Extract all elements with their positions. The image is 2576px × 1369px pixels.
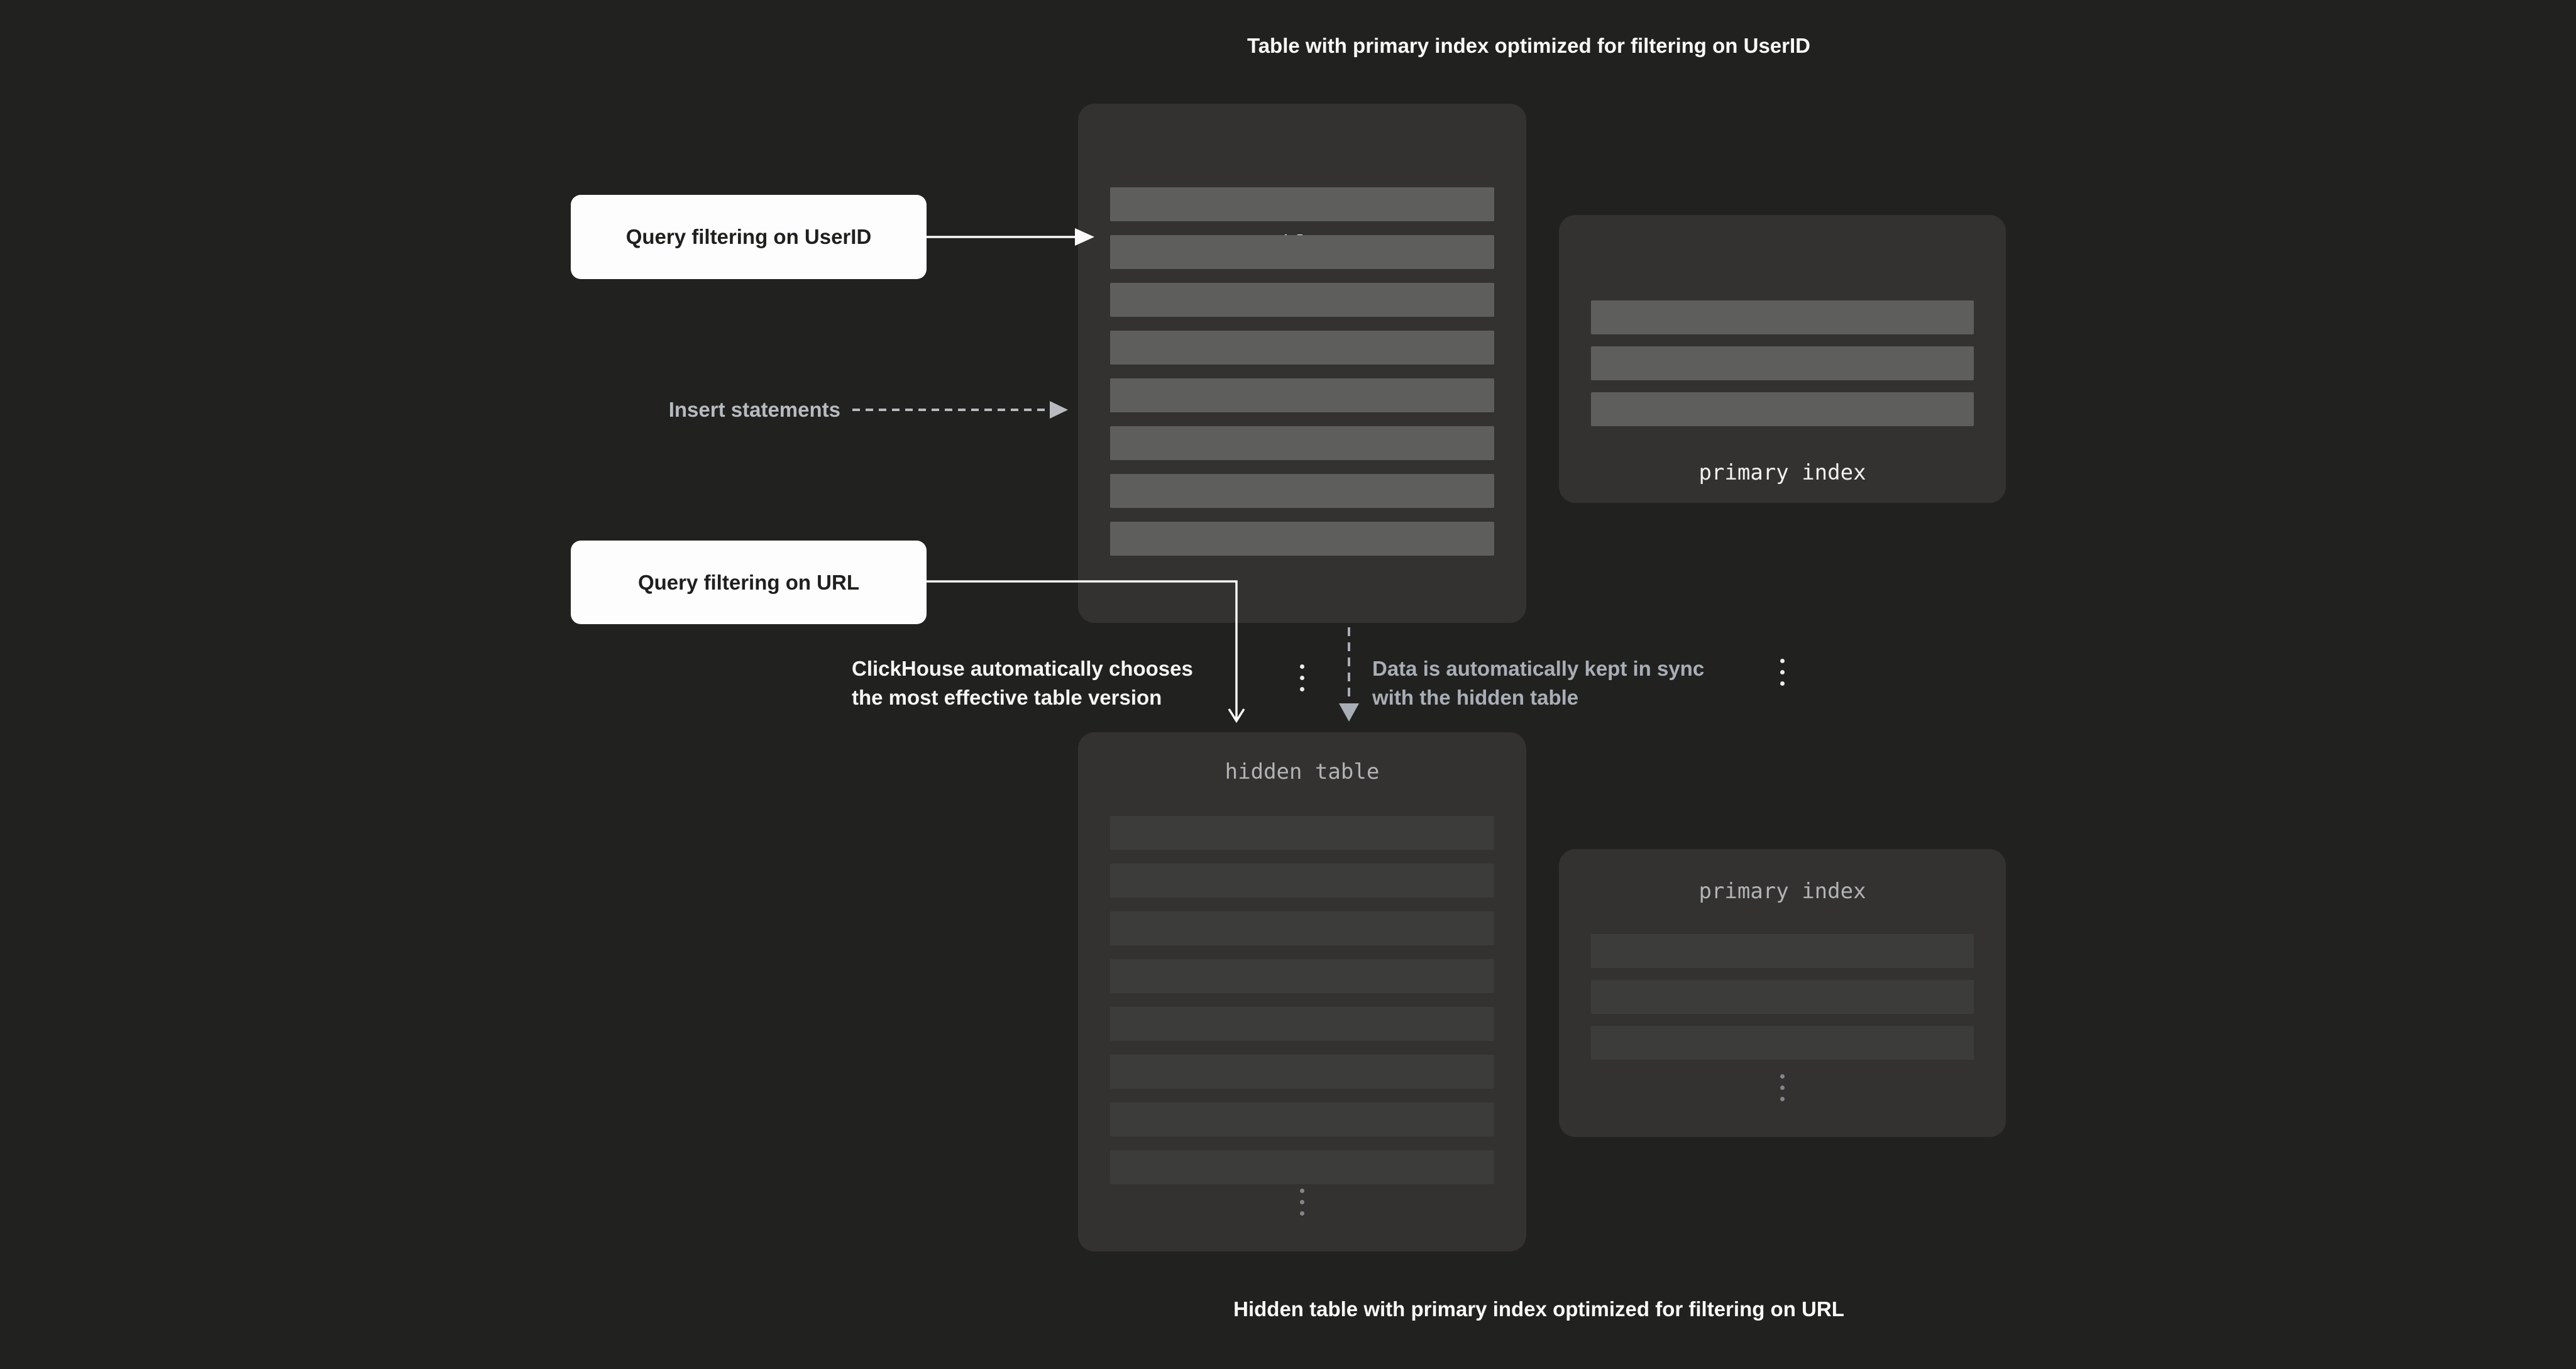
query-userid-text: Query filtering on UserID	[625, 225, 872, 248]
table-row	[1110, 378, 1494, 412]
vertical-ellipsis-icon	[1559, 659, 2006, 686]
insert-statements-arrow	[852, 401, 1068, 419]
primary-index-bottom-title: primary index	[1698, 879, 1866, 904]
table-row	[1110, 235, 1494, 269]
table-row	[1110, 426, 1494, 460]
primary-index-top-title: primary index	[1698, 460, 1866, 485]
kept-in-sync-note: Data is automatically kept in sync with …	[1372, 654, 1704, 712]
query-url-label: Query filtering on URL	[571, 541, 927, 624]
table1-card: table 1	[1078, 104, 1526, 691]
query-userid-label: Query filtering on UserID	[571, 195, 927, 279]
table-row	[1110, 1102, 1494, 1136]
hidden-table-rows	[1110, 816, 1494, 1184]
primary-index-top-rows	[1591, 300, 1974, 426]
table-row	[1110, 1055, 1494, 1089]
vertical-ellipsis-icon	[1559, 1074, 2006, 1101]
table-row	[1110, 1150, 1494, 1184]
table-row	[1110, 959, 1494, 993]
kept-in-sync-line2: with the hidden table	[1372, 686, 1579, 709]
hidden-table-title: hidden table	[1225, 759, 1380, 784]
auto-choose-line1: ClickHouse automatically chooses	[852, 657, 1193, 680]
table-row	[1110, 331, 1494, 365]
table-row	[1591, 392, 1974, 426]
query-url-text: Query filtering on URL	[637, 570, 859, 594]
table-row	[1591, 980, 1974, 1014]
table-row	[1591, 934, 1974, 968]
vertical-ellipsis-icon	[1078, 1189, 1526, 1216]
primary-index-bottom-card: primary index	[1559, 849, 2006, 1137]
auto-choose-line2: the most effective table version	[852, 686, 1162, 709]
table1-rows	[1110, 187, 1494, 556]
table-row	[1110, 187, 1494, 221]
table-row	[1110, 816, 1494, 850]
bottom-caption: Hidden table with primary index optimize…	[1233, 1297, 1844, 1321]
table-row	[1110, 283, 1494, 317]
table-row	[1591, 346, 1974, 380]
auto-choose-note: ClickHouse automatically chooses the mos…	[852, 654, 1193, 712]
vertical-ellipsis-icon	[1078, 664, 1526, 691]
table-row	[1110, 522, 1494, 556]
insert-statements-label: Insert statements	[668, 398, 840, 421]
query-userid-arrow	[927, 228, 1094, 246]
table-row	[1110, 1007, 1494, 1041]
table-row	[1591, 300, 1974, 334]
table-row	[1110, 911, 1494, 945]
table-row	[1591, 1026, 1974, 1060]
table-row	[1110, 474, 1494, 508]
hidden-table-card: hidden table	[1078, 732, 1526, 1251]
primary-index-top-card: primary index	[1559, 215, 2006, 686]
top-caption: Table with primary index optimized for f…	[1247, 34, 1810, 57]
kept-in-sync-line1: Data is automatically kept in sync	[1372, 657, 1705, 680]
table-row	[1110, 864, 1494, 898]
primary-index-bottom-rows	[1591, 934, 1974, 1060]
